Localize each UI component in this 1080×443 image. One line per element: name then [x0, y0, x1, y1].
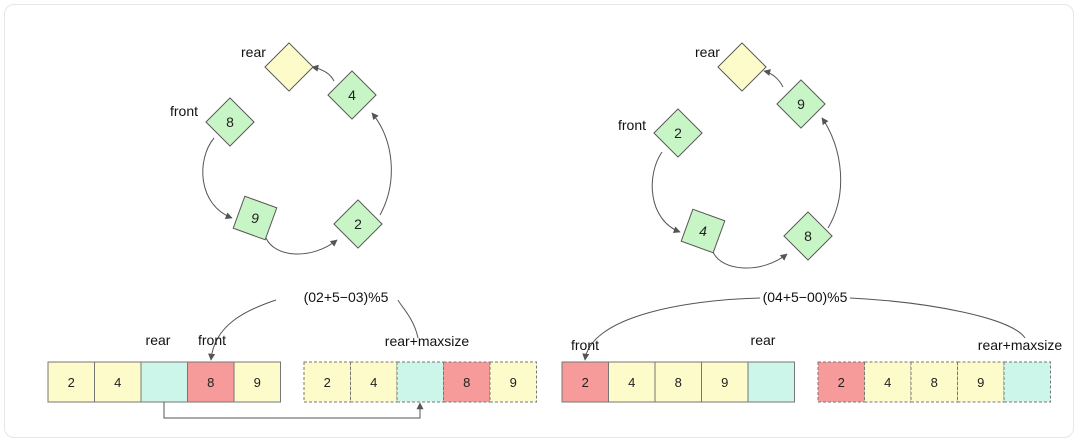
- left-circle: 4 8 9 2 rear front: [170, 42, 392, 255]
- right-array-rear-label: rear: [751, 332, 776, 348]
- left-arrow-8-to-9: [202, 137, 233, 220]
- left-array-rear-label: rear: [146, 332, 171, 348]
- right-arrow-8-to-9: [821, 117, 842, 229]
- right-array-original-cell-3: [701, 361, 749, 403]
- left-array-original-cell-0-value: 2: [68, 375, 75, 390]
- left-array-original-cell-2: [140, 361, 188, 403]
- diagram-frame: [4, 4, 1074, 438]
- right-array-extended: 2 4 8 9: [817, 361, 1051, 403]
- left-node-2: 2: [333, 199, 383, 249]
- right-array-extended-cell-2: [910, 361, 958, 403]
- right-array-original-cell-1-value: 4: [628, 375, 635, 390]
- right-array-extended-cell-3-value: 9: [977, 375, 984, 390]
- right-node-9: 9: [776, 79, 826, 129]
- left-array-extended-cell-4-value: 9: [510, 375, 517, 390]
- right-node-8: 8: [783, 211, 833, 261]
- left-array-extended-cell-1-value: 4: [370, 375, 377, 390]
- left-formula-arrow-to-front: [208, 299, 277, 361]
- left-array-front-label: front: [198, 332, 226, 348]
- left-arrow-2-to-4: [371, 112, 392, 216]
- left-array-original: 2 4 8 9: [47, 361, 281, 403]
- right-arrow-2-to-4: [651, 151, 681, 234]
- right-array-original-cell-3-value: 9: [721, 375, 728, 390]
- left-formula-line-from-rear-maxsize: [397, 299, 419, 339]
- left-array-original-cell-1-value: 4: [114, 375, 121, 390]
- left-array-rear-maxsize-label: rear+maxsize: [385, 333, 470, 349]
- right-array-extended-cell-0-value: 2: [838, 375, 845, 390]
- left-array-original-cell-4: [233, 361, 281, 403]
- left-array-original-cell-3-value: 8: [207, 375, 214, 390]
- left-array-extended-cell-2: [396, 361, 444, 403]
- left-array-extended-cell-1: [350, 361, 398, 403]
- left-node-4: 4: [327, 70, 377, 120]
- right-arrow-9-to-rear: [763, 69, 784, 88]
- right-formula-line-from-rear-maxsize: [849, 297, 1026, 339]
- left-formula: (02+5−03)%5: [304, 289, 389, 305]
- right-circle: 9 2 4 8 rear front: [618, 42, 842, 269]
- left-node-8: 8: [205, 97, 255, 147]
- right-array-extended-cell-0: [817, 361, 865, 403]
- right-array-original-cell-1: [608, 361, 656, 403]
- right-array-original-cell-0-value: 2: [582, 375, 589, 390]
- left-array-extended-cell-3: [443, 361, 491, 403]
- left-arrays: (02+5−03)%5 rear front rear+maxsize 2 4 8 9…: [47, 289, 537, 419]
- right-node-8-value: 8: [804, 228, 812, 244]
- right-array-front-label: front: [571, 337, 599, 353]
- left-node-9: 9: [232, 195, 278, 241]
- right-array-original-cell-4: [747, 361, 795, 403]
- right-array-original-cell-2-value: 8: [675, 375, 682, 390]
- right-arrays: (04+5−00)%5 front rear rear+maxsize 2 4 8 9…: [561, 289, 1063, 403]
- left-arrow-9-to-2: [265, 237, 338, 255]
- right-node-2: 2: [653, 108, 703, 158]
- right-array-original: 2 4 8 9: [561, 361, 795, 403]
- left-node-9-value: 9: [251, 210, 259, 226]
- right-array-rear-maxsize-label: rear+maxsize: [978, 337, 1063, 353]
- right-array-extended-cell-1-value: 4: [884, 375, 891, 390]
- right-array-extended-cell-2-value: 8: [931, 375, 938, 390]
- left-array-extended-cell-0-value: 2: [324, 375, 331, 390]
- left-node-4-value: 4: [348, 87, 356, 103]
- right-arrow-4-to-8: [712, 251, 788, 269]
- left-array-original-cell-1: [94, 361, 142, 403]
- right-formula-arrow-to-front: [582, 297, 761, 361]
- left-node-rear: [264, 42, 314, 92]
- right-array-extended-cell-4: [1003, 361, 1051, 403]
- right-formula: (04+5−00)%5: [763, 289, 848, 305]
- right-node-9-value: 9: [797, 96, 805, 112]
- left-array-extended: 2 4 8 9: [303, 361, 537, 403]
- right-node-rear: [717, 42, 767, 92]
- left-array-extended-cell-3-value: 8: [463, 375, 470, 390]
- right-array-original-cell-0: [561, 361, 609, 403]
- left-arrow-4-to-rear: [311, 64, 335, 82]
- right-circle-rear-label: rear: [695, 44, 720, 60]
- right-node-4-value: 4: [699, 223, 707, 239]
- right-array-original-cell-2: [654, 361, 702, 403]
- left-array-original-cell-4-value: 9: [254, 375, 261, 390]
- right-circle-front-label: front: [618, 117, 646, 133]
- left-node-8-value: 8: [226, 114, 234, 130]
- right-node-2-value: 2: [674, 125, 682, 141]
- left-array-extended-cell-4: [489, 361, 537, 403]
- right-node-4: 4: [680, 208, 726, 254]
- left-circle-front-label: front: [170, 103, 198, 119]
- left-rear-to-rear-maxsize-arrow: [163, 402, 424, 419]
- left-circle-rear-label: rear: [241, 44, 266, 60]
- left-node-2-value: 2: [354, 216, 362, 232]
